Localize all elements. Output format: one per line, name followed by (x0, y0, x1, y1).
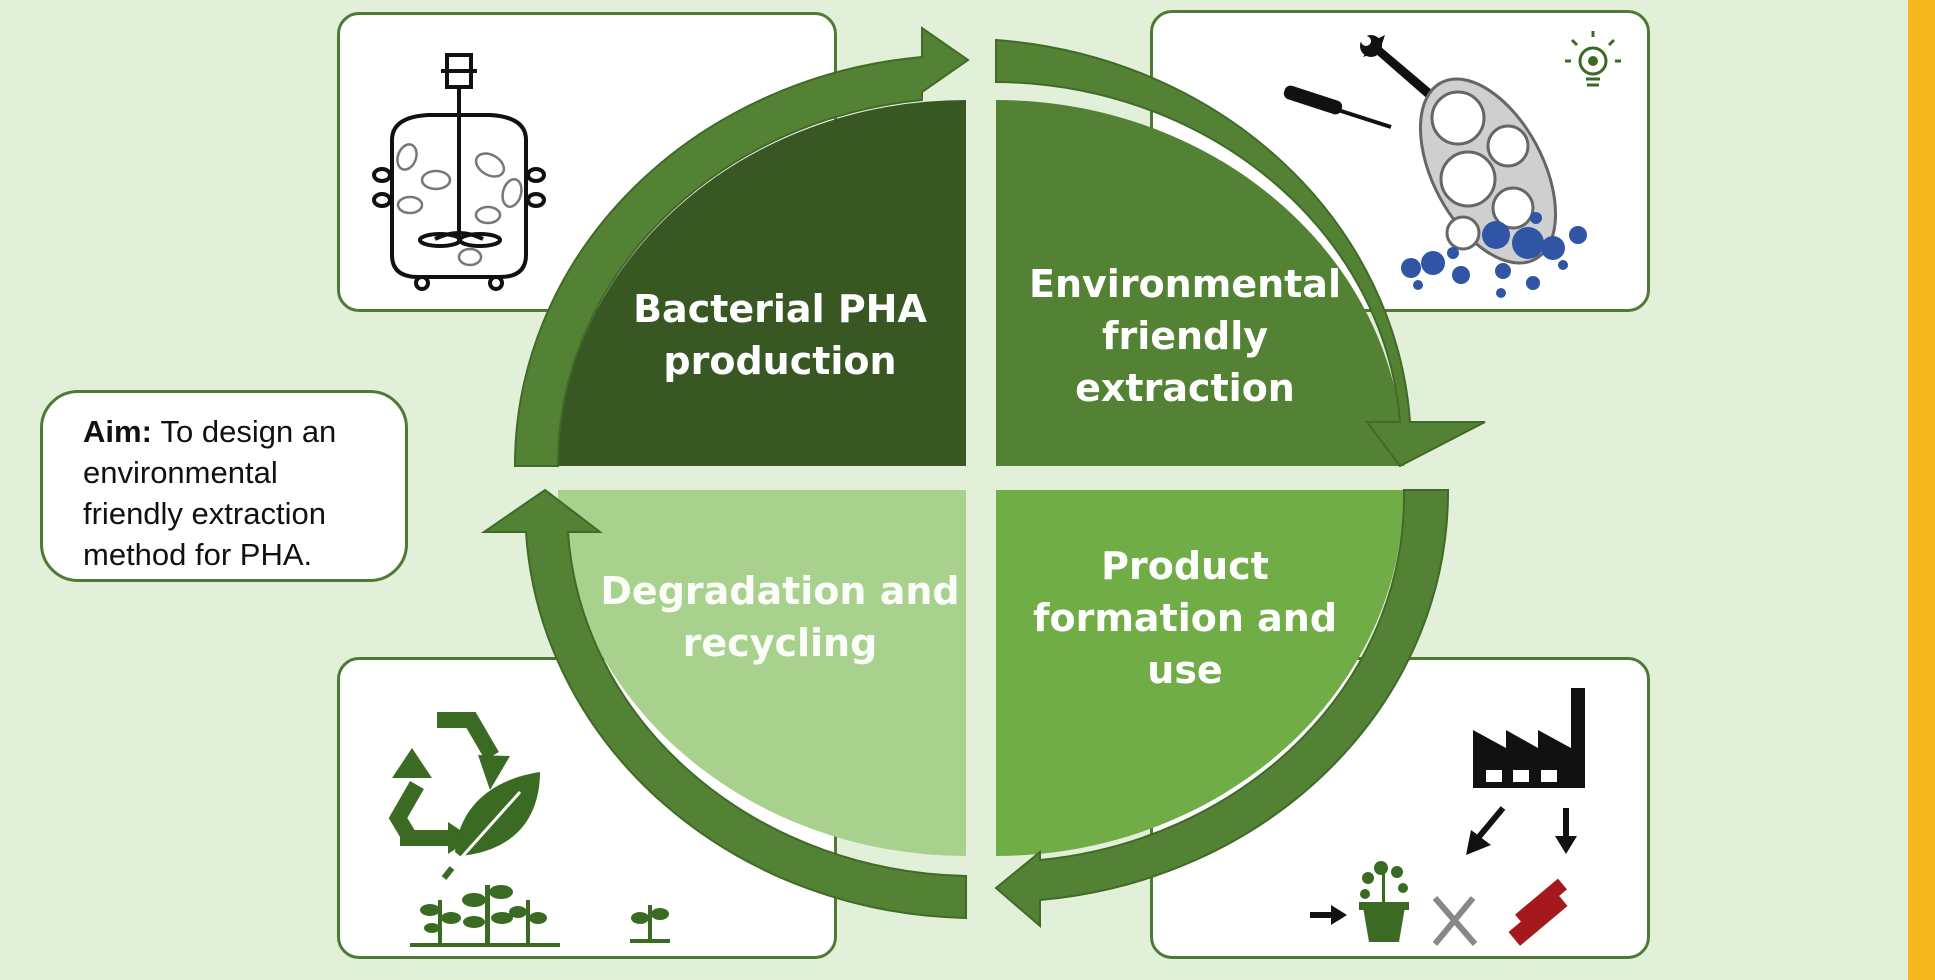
label-bacterial-pha-production: Bacterial PHA production (633, 287, 927, 383)
arrow-band-top-left (513, 26, 970, 467)
quadrant-bacterial-production (558, 100, 966, 466)
aim-box: Aim: To design an environmental friendly… (40, 390, 408, 582)
aim-text: To design an environmental friendly extr… (83, 414, 337, 572)
arrow-band-bottom-right (994, 489, 1450, 929)
accent-side-bar (1908, 0, 1935, 980)
quadrant-extraction (996, 100, 1404, 466)
label-product-formation-and-use: Product formation and use (1032, 544, 1338, 692)
cell-extraction-tools-icon (1283, 31, 1621, 298)
aim-label: Aim: (83, 414, 161, 449)
recycle-leaf-plants-icon (388, 712, 670, 947)
arrow-band-top-right (995, 38, 1486, 468)
bioreactor-icon (372, 53, 546, 291)
quadrant-degradation-recycling (558, 490, 966, 856)
label-environmental-friendly-extraction: Environmental friendly extraction (1029, 262, 1341, 410)
arrow-band-bottom-left (480, 488, 967, 920)
factory-products-icon (1310, 688, 1585, 946)
label-degradation-and-recycling: Degradation and recycling (600, 569, 960, 665)
quadrant-product-formation (996, 490, 1404, 856)
